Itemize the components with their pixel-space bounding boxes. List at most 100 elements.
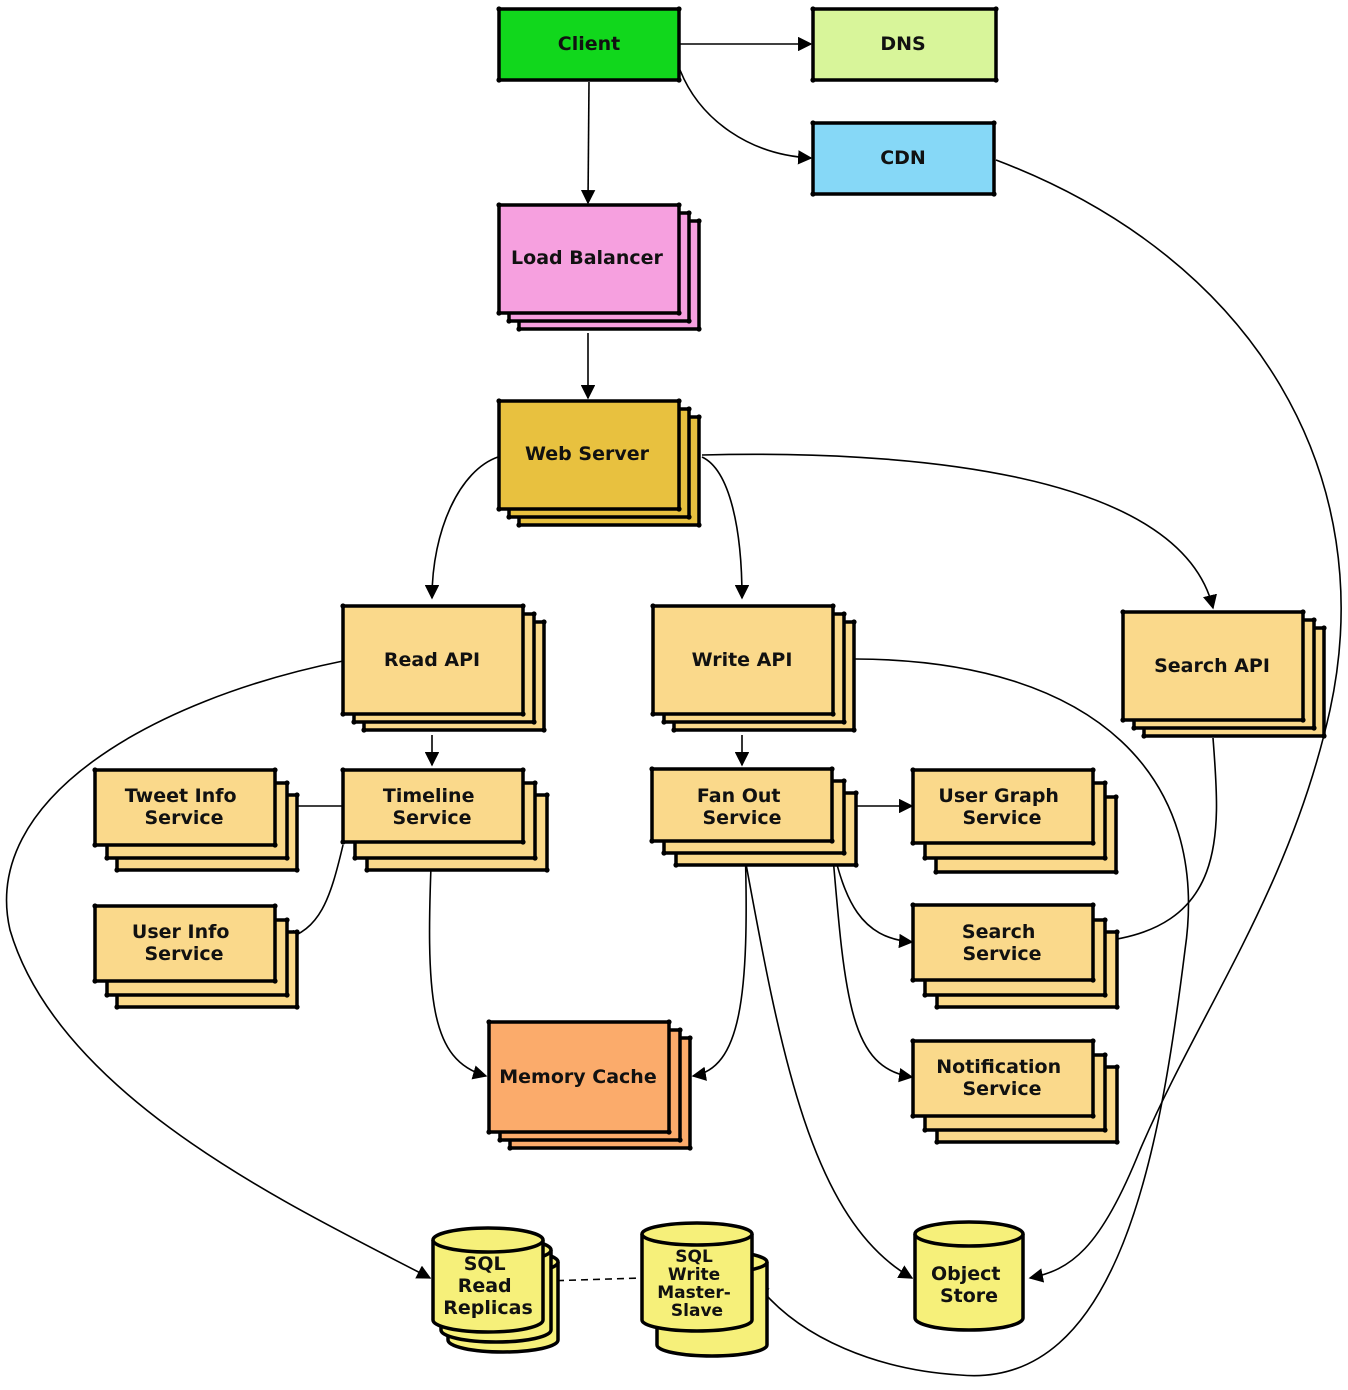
box-corner-dot (853, 862, 859, 868)
box-corner-dot (272, 842, 278, 848)
memory-cache-node[interactable]: Memory Cache (486, 1019, 693, 1151)
box-corner-dot (340, 767, 346, 773)
box-corner-dot (516, 522, 522, 528)
box-corner-dot (532, 855, 538, 861)
load-balancer-box (497, 203, 681, 315)
edge-web-server-write-api (701, 456, 750, 600)
box-corner-dot (1321, 625, 1327, 631)
sql-read-replicas-line-1: SQL (464, 1253, 506, 1275)
user-info-service-box (93, 904, 277, 983)
user-info-service-node[interactable]: User Info Service (92, 903, 300, 1010)
fan-out-service-node[interactable]: Fan Out Service (649, 766, 859, 868)
box-corner-dot (1300, 609, 1306, 615)
box-corner-dot (496, 398, 502, 404)
box-corner-dot (676, 202, 682, 208)
edge-client-cdn (679, 69, 813, 165)
object-store-cylinder (913, 1234, 1025, 1332)
user-graph-service-node[interactable]: User Graph Service (910, 767, 1119, 875)
box-corner-dot (666, 1129, 672, 1135)
sql-read-replicas-node[interactable]: SQL Read Replicas (431, 1226, 560, 1354)
fan-out-service-line-1: Fan Out (697, 785, 781, 807)
box-corner-dot (506, 318, 512, 324)
edge-search-api-search-service (1093, 737, 1218, 949)
timeline-service-label: Timeline Service (383, 785, 481, 829)
load-balancer-node[interactable]: Load Balancer (496, 202, 702, 332)
box-corner-dot (486, 1129, 492, 1135)
client-box (497, 7, 681, 82)
search-service-node[interactable]: Search Service (910, 902, 1120, 1010)
dns-box (811, 7, 998, 82)
box-corner-dot (1114, 1004, 1120, 1010)
write-api-node[interactable]: Write API (650, 603, 857, 733)
edge-read-api-sql-read-replicas (5, 660, 432, 1279)
box-corner-dot (497, 1137, 503, 1143)
box-corner-dot (114, 867, 120, 873)
box-corner-dot (92, 767, 98, 773)
client-label: Client (558, 33, 620, 55)
object-store-node[interactable]: Object Store (913, 1220, 1025, 1332)
sql-write-master-slave-line-3: Master- (657, 1283, 731, 1303)
box-corner-dot (841, 719, 847, 725)
box-corner-dot (671, 727, 677, 733)
box-corner-dot (810, 77, 816, 83)
dns-node[interactable]: DNS (810, 6, 999, 83)
read-api-label: Read API (384, 649, 480, 671)
tweet-info-service-line-2: Service (145, 807, 224, 829)
search-api-box (1121, 610, 1305, 722)
box-corner-dot (1113, 794, 1119, 800)
edge-sql-replication (544, 1277, 642, 1282)
user-info-service-line-2: Service (145, 943, 224, 965)
notification-service-line-1: Notification (936, 1056, 1061, 1078)
box-corner-dot (922, 992, 928, 998)
box-corner-dot (830, 603, 836, 609)
box-corner-dot (991, 191, 997, 197)
tweet-info-service-node[interactable]: Tweet Info Service (92, 767, 300, 873)
box-corner-dot (1114, 929, 1120, 935)
box-corner-dot (851, 727, 857, 733)
search-api-node[interactable]: Search API (1120, 609, 1327, 739)
write-api-label: Write API (692, 649, 793, 671)
box-corner-dot (272, 978, 278, 984)
sql-write-master-slave-cylinder (640, 1221, 754, 1333)
box-corner-dot (92, 903, 98, 909)
box-corner-dot (1102, 1052, 1108, 1058)
cdn-node[interactable]: CDN (810, 120, 997, 197)
box-corner-dot (993, 77, 999, 83)
box-corner-dot (649, 838, 655, 844)
web-server-label: Web Server (525, 443, 650, 465)
box-corner-dot (933, 869, 939, 875)
box-corner-dot (650, 711, 656, 717)
object-store-line-2: Store (940, 1285, 998, 1307)
fan-out-service-box (650, 767, 834, 843)
web-server-node[interactable]: Web Server (496, 398, 702, 528)
box-corner-dot (696, 414, 702, 420)
box-corner-dot (516, 326, 522, 332)
box-corner-dot (486, 1019, 492, 1025)
box-corner-dot (1102, 992, 1108, 998)
box-corner-dot (1120, 609, 1126, 615)
notification-service-node[interactable]: Notification Service (910, 1038, 1120, 1145)
box-corner-dot (520, 839, 526, 845)
client-node[interactable]: Client (496, 6, 682, 83)
read-api-node[interactable]: Read API (340, 603, 547, 733)
box-corner-dot (910, 767, 916, 773)
read-api-box (341, 604, 525, 716)
box-corner-dot (496, 506, 502, 512)
box-corner-dot (496, 6, 502, 12)
write-api-box (651, 604, 835, 716)
timeline-service-node[interactable]: Timeline Service (340, 767, 550, 873)
box-corner-dot (531, 719, 537, 725)
box-corner-dot (1131, 725, 1137, 731)
box-corner-dot (649, 766, 655, 772)
box-corner-dot (272, 767, 278, 773)
box-corner-dot (677, 1027, 683, 1033)
object-store-top (913, 1220, 1025, 1248)
fan-out-service-label: Fan Out Service (697, 785, 787, 829)
box-corner-dot (934, 1004, 940, 1010)
box-corner-dot (687, 1035, 693, 1041)
box-corner-dot (532, 780, 538, 786)
box-corner-dot (544, 792, 550, 798)
box-corner-dot (686, 210, 692, 216)
memory-cache-label: Memory Cache (499, 1066, 656, 1088)
sql-write-master-slave-node[interactable]: SQL Write Master- Slave (640, 1221, 769, 1358)
